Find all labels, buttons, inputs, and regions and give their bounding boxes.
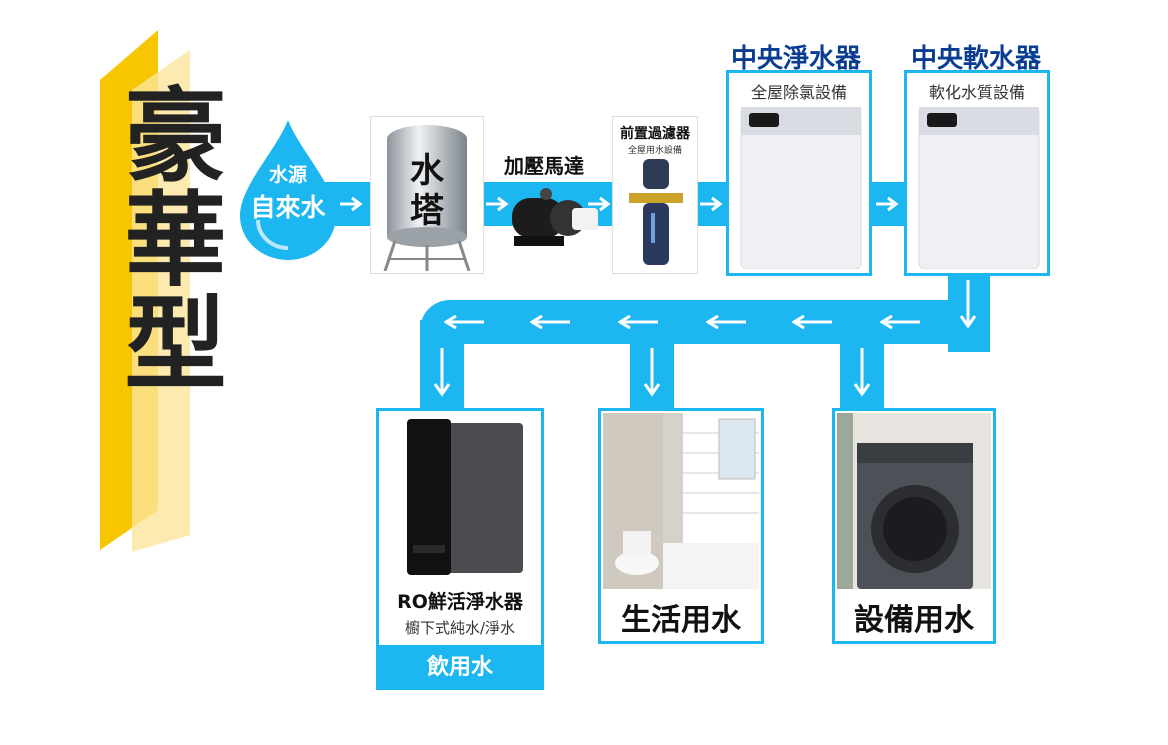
water-tower-label-top: 水 — [410, 151, 444, 191]
arrow-down-icon — [959, 280, 977, 329]
pump-image — [512, 188, 598, 246]
arrow-left-icon — [530, 314, 570, 330]
washing-machine-image — [837, 413, 991, 589]
central-softener-card: 軟化水質設備 — [904, 70, 1050, 276]
prefilter-card: 前置過濾器 全屋用水設備 — [612, 116, 698, 274]
water-tower-image — [383, 125, 471, 271]
arrow-right-icon — [876, 196, 899, 212]
arrow-left-icon — [444, 314, 484, 330]
source-label-line1: 水源 — [268, 164, 307, 186]
prefilter-image — [629, 159, 683, 265]
central-purifier-subtitle: 全屋除氯設備 — [750, 83, 847, 102]
arrow-right-icon — [588, 196, 611, 212]
central-softener-subtitle: 軟化水質設備 — [928, 83, 1025, 102]
ro-card: RO鮮活淨水器 櫥下式純水/淨水 飲用水 — [376, 408, 544, 690]
arrow-left-icon — [792, 314, 832, 330]
arrow-down-icon — [643, 348, 661, 397]
arrow-right-icon — [486, 196, 509, 212]
title-banner — [100, 30, 190, 552]
ro-subtitle: 櫥下式純水/淨水 — [404, 619, 516, 637]
bathroom-image — [603, 413, 759, 589]
water-tower-label-bottom: 塔 — [410, 191, 444, 231]
central-purifier-image — [740, 107, 862, 269]
central-softener-image — [918, 107, 1040, 269]
prefilter-label: 前置過濾器 — [620, 126, 690, 142]
arrow-right-icon — [700, 196, 723, 212]
central-softener-title: 中央軟水器 — [910, 44, 1041, 74]
ro-title: RO鮮活淨水器 — [397, 591, 523, 613]
pump-label: 加壓馬達 — [504, 154, 584, 178]
source-label-line2: 自來水 — [250, 193, 326, 222]
equipment-card: 設備用水 — [832, 408, 996, 644]
arrow-down-icon — [853, 348, 871, 397]
ro-image — [407, 419, 523, 575]
equipment-label: 設備用水 — [854, 603, 974, 638]
central-purifier-title: 中央淨水器 — [730, 44, 861, 74]
page-title: 豪華型 — [107, 82, 226, 394]
arrow-left-icon — [706, 314, 746, 330]
water-drop-icon — [240, 120, 336, 260]
arrow-right-icon — [340, 196, 363, 212]
arrow-down-icon — [433, 348, 451, 397]
arrow-left-icon — [618, 314, 658, 330]
arrow-left-icon — [880, 314, 920, 330]
water-tower-card: 水 塔 — [370, 116, 484, 274]
domestic-card: 生活用水 — [598, 408, 764, 644]
prefilter-sublabel: 全屋用水設備 — [627, 146, 682, 156]
ro-footer: 飲用水 — [379, 645, 541, 690]
domestic-label: 生活用水 — [621, 603, 741, 638]
central-purifier-card: 全屋除氯設備 — [726, 70, 872, 276]
